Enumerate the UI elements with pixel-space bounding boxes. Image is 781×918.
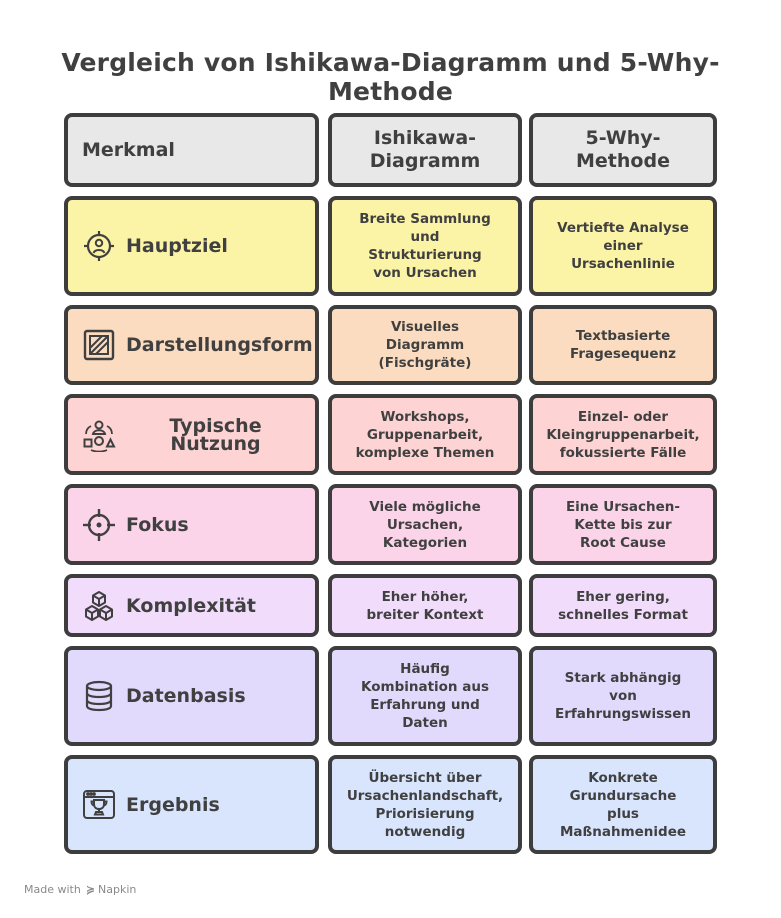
ishikawa-cell-text: Workshops, Gruppenarbeit, komplexe Theme… <box>355 408 495 461</box>
frame-icon <box>82 328 116 362</box>
header-5why-text: 5-Why- Methode <box>576 127 670 172</box>
target-person-icon <box>82 229 116 263</box>
ishikawa-cell-text: Übersicht über Ursachenlandschaft, Prior… <box>346 769 504 840</box>
row-label-text: Darstellungsform <box>126 334 313 356</box>
ishikawa-cell-text: Eher höher, breiter Kontext <box>366 588 484 623</box>
made-with-label: Made with <box>24 883 81 896</box>
why-cell-text: Einzel- oder Kleingruppenarbeit, fokussi… <box>546 408 700 461</box>
row-label-text: Ergebnis <box>126 793 220 816</box>
row-label-text: Datenbasis <box>126 685 246 707</box>
why-cell-fokus: Eine Ursachen- Kette bis zur Root Cause <box>529 484 717 565</box>
ishikawa-cell-typische-nutzung: Workshops, Gruppenarbeit, komplexe Theme… <box>328 394 522 475</box>
cubes-icon <box>82 589 116 623</box>
why-cell-text: Eine Ursachen- Kette bis zur Root Cause <box>565 498 681 551</box>
napkin-brand: Napkin <box>98 883 137 896</box>
ishikawa-cell-ergebnis: Übersicht über Ursachenlandschaft, Prior… <box>328 755 522 854</box>
ishikawa-cell-komplexit-t: Eher höher, breiter Kontext <box>328 574 522 637</box>
why-cell-komplexit-t: Eher gering, schnelles Format <box>529 574 717 637</box>
why-cell-typische-nutzung: Einzel- oder Kleingruppenarbeit, fokussi… <box>529 394 717 475</box>
ishikawa-cell-text: Visuelles Diagramm (Fischgräte) <box>378 319 472 371</box>
page-title: Vergleich von Ishikawa-Diagramm und 5-Wh… <box>61 48 720 106</box>
row-label-typische-nutzung: Typische Nutzung <box>64 394 319 475</box>
why-cell-text: Vertiefte Analyse einer Ursachenlinie <box>557 220 689 272</box>
database-icon <box>82 679 116 713</box>
row-label-text: Typische Nutzung <box>169 414 262 455</box>
crosshair-icon <box>82 508 116 542</box>
why-cell-text: Stark abhängig von Erfahrungswissen <box>555 670 691 722</box>
group-icon <box>82 418 116 452</box>
footer: Made with ≽ Napkin <box>24 883 136 896</box>
row-label-hauptziel: Hauptziel <box>64 196 319 296</box>
ishikawa-cell-hauptziel: Breite Sammlung und Strukturierung von U… <box>328 196 522 296</box>
header-cell-merkmal: Merkmal <box>64 113 319 187</box>
row-label-datenbasis: Datenbasis <box>64 646 319 746</box>
header-ishikawa-text: Ishikawa- Diagramm <box>369 127 481 172</box>
row-label-komplexit-t: Komplexität <box>64 574 319 637</box>
why-cell-text: Textbasierte Fragesequenz <box>569 328 677 362</box>
header-cell-5why: 5-Why- Methode <box>529 113 717 187</box>
row-label-text: Hauptziel <box>126 235 228 257</box>
ishikawa-cell-text: Häufig Kombination aus Erfahrung und Dat… <box>361 661 489 731</box>
row-label-text: Fokus <box>126 513 189 536</box>
ishikawa-cell-datenbasis: Häufig Kombination aus Erfahrung und Dat… <box>328 646 522 746</box>
row-label-fokus: Fokus <box>64 484 319 565</box>
why-cell-darstellungsform: Textbasierte Fragesequenz <box>529 305 717 385</box>
napkin-logo-icon: ≽ <box>85 883 96 896</box>
ishikawa-cell-text: Viele mögliche Ursachen, Kategorien <box>369 498 481 551</box>
ishikawa-cell-fokus: Viele mögliche Ursachen, Kategorien <box>328 484 522 565</box>
trophy-window-icon <box>82 788 116 822</box>
why-cell-ergebnis: Konkrete Grundursache plus Maßnahmenidee <box>529 755 717 854</box>
row-label-ergebnis: Ergebnis <box>64 755 319 854</box>
row-label-darstellungsform: Darstellungsform <box>64 305 319 385</box>
header-cell-ishikawa: Ishikawa- Diagramm <box>328 113 522 187</box>
why-cell-datenbasis: Stark abhängig von Erfahrungswissen <box>529 646 717 746</box>
why-cell-text: Konkrete Grundursache plus Maßnahmenidee <box>559 769 687 840</box>
ishikawa-cell-darstellungsform: Visuelles Diagramm (Fischgräte) <box>328 305 522 385</box>
ishikawa-cell-text: Breite Sammlung und Strukturierung von U… <box>359 211 491 281</box>
row-label-text: Komplexität <box>126 594 256 617</box>
why-cell-hauptziel: Vertiefte Analyse einer Ursachenlinie <box>529 196 717 296</box>
header-merkmal-text: Merkmal <box>82 138 175 161</box>
why-cell-text: Eher gering, schnelles Format <box>558 588 688 623</box>
